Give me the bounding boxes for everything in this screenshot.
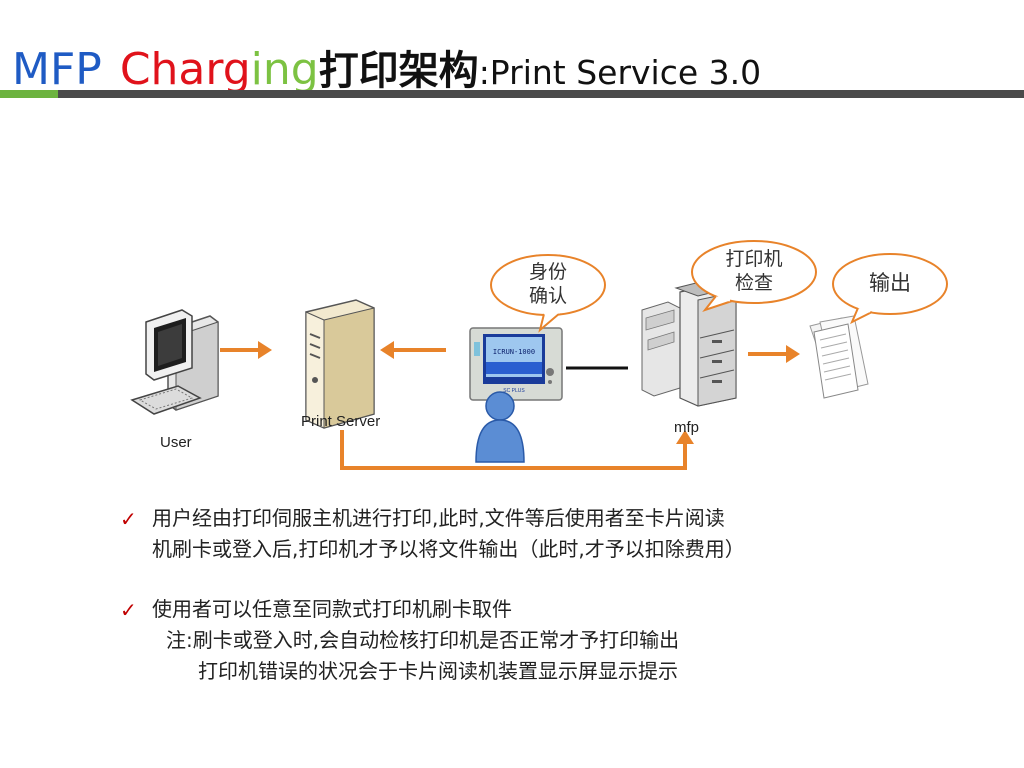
slide-title: MFP Charging打印架构:Print Service 3.0	[12, 38, 761, 98]
title-charg: Charg	[119, 44, 251, 95]
mfp-printer-icon	[641, 277, 740, 407]
arrow-printer-to-output	[748, 345, 800, 363]
bullet-2-line-1: 使用者可以任意至同款式打印机刷卡取件	[152, 597, 512, 621]
bullet-1-line-1: 用户经由打印伺服主机进行打印,此时,文件等后使用者至卡片阅读	[152, 506, 725, 530]
output-documents-icon	[809, 315, 869, 399]
bubble-check-text: 打印机 检查	[704, 247, 804, 295]
print-server-label: Print Server	[301, 413, 381, 430]
bubble-identity-text: 身份 确认	[502, 260, 594, 308]
title-chinese: 打印架构	[318, 48, 479, 94]
bubble-printer-check	[691, 240, 817, 313]
bubble-output	[832, 253, 948, 325]
bubble-check-line-1: 打印机	[725, 248, 783, 270]
bubble-output-text: 输出	[869, 271, 911, 295]
user-person-icon	[475, 391, 525, 463]
bullet-2-line-3: 打印机错误的状况会于卡片阅读机装置显示屏显示提示	[198, 659, 678, 683]
title-mfp: MFP	[12, 44, 102, 95]
title-ing: ing	[250, 44, 319, 95]
reader-brand-text: SC PLUS	[503, 388, 525, 394]
bubble-identity	[490, 254, 606, 333]
bubble-identity-line-2: 确认	[528, 285, 567, 307]
title-english: :Print Service 3.0	[478, 53, 762, 92]
bullet-1: 用户经由打印伺服主机进行打印,此时,文件等后使用者至卡片阅读 机刷卡或登入后,打…	[152, 503, 745, 565]
card-reader-device: ICRUN-1000 SC PLUS	[469, 327, 563, 401]
arrow-server-to-mfp	[340, 430, 694, 470]
bullet-2-line-2: 注:刷卡或登入时,会自动检核打印机是否正常才予打印输出	[166, 628, 680, 652]
bubble-check-line-2: 检查	[734, 272, 773, 294]
print-flow-diagram: ICRUN-1000 SC PLUS	[130, 240, 948, 470]
bullet-1-line-2: 机刷卡或登入后,打印机才予以将文件输出（此时,才予以扣除费用）	[152, 537, 745, 561]
checkmark-icon: ✓	[120, 507, 137, 531]
title-underline-bar	[58, 90, 1024, 98]
title-accent-bar	[0, 90, 58, 98]
mfp-label: mfp	[674, 419, 700, 436]
user-computer-icon	[130, 309, 219, 415]
reader-screen-text: ICRUN-1000	[493, 348, 535, 356]
checkmark-icon: ✓	[120, 598, 137, 622]
user-label: User	[160, 434, 192, 451]
server-icon	[305, 299, 375, 429]
bubble-identity-line-1: 身份	[528, 261, 567, 283]
arrow-user-to-server	[220, 341, 272, 359]
bullet-2: 使用者可以任意至同款式打印机刷卡取件 注:刷卡或登入时,会自动检核打印机是否正常…	[152, 594, 679, 687]
arrow-reader-to-server	[380, 341, 446, 359]
